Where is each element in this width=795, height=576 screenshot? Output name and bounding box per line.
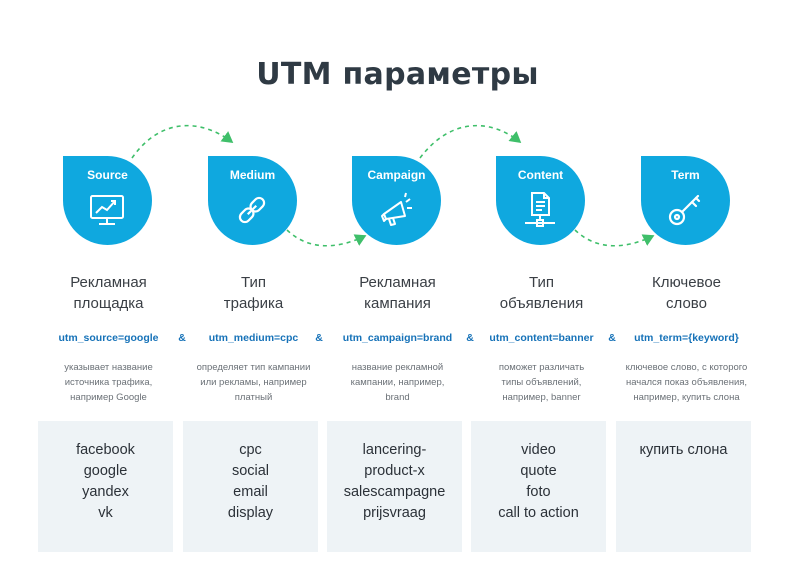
utm-parameter: utm_content=banner (489, 332, 594, 344)
utm-parameter: utm_campaign=brand (342, 332, 453, 344)
parameter-description: название рекламной кампании, например, b… (350, 362, 445, 403)
column-source: Source Рекламная площадка utm_source=goo… (36, 0, 181, 576)
content-badge: Content (496, 156, 585, 245)
column-label: Тип трафика (223, 274, 284, 312)
example-value: facebook (76, 442, 135, 458)
badge-title: Content (517, 168, 564, 182)
utm-parameter: utm_term={keyword} (634, 332, 739, 344)
column-label: Ключевое слово (651, 274, 722, 312)
example-value: купить слона (639, 442, 728, 458)
chain-link-icon (238, 196, 266, 224)
badge-title: Campaign (367, 168, 426, 182)
example-values-box: video quote foto call to action (471, 421, 606, 552)
chart-monitor-icon (90, 195, 124, 225)
utm-parameter: utm_medium=cpc (208, 332, 299, 344)
arrow-source-medium (131, 124, 234, 159)
column-label: Рекламная площадка (70, 274, 147, 312)
column-label: Тип объявления (499, 274, 584, 312)
arrow-content-term (574, 229, 655, 247)
example-values-box: lancering- product-x salescampagne prijs… (327, 421, 462, 552)
example-values-box: cpc social email display (183, 421, 318, 552)
example-value: social (231, 463, 270, 479)
parameter-description: поможет различать типы объявлений, напри… (498, 362, 585, 403)
badge-title: Term (671, 168, 700, 182)
parameter-description: указывает название источника трафика, на… (64, 362, 153, 403)
megaphone-icon (381, 192, 412, 226)
badge-title: Source (87, 168, 128, 182)
column-content: Content Тип объявления utm_content=banne… (469, 0, 614, 576)
campaign-badge: Campaign (352, 156, 441, 245)
column-term: Term Ключевое слово utm_term={keyword} к… (614, 0, 759, 576)
example-value: call to action (498, 505, 579, 521)
example-value: cpc (239, 442, 262, 458)
example-values-box: facebook google yandex vk (38, 421, 173, 552)
example-value: vk (98, 505, 113, 521)
example-values-box: купить слона (616, 421, 751, 552)
example-value: display (227, 505, 274, 521)
key-icon (668, 194, 701, 226)
document-network-icon (525, 192, 555, 227)
badge-title: Medium (229, 168, 276, 182)
medium-badge: Medium (208, 156, 297, 245)
example-value: google (83, 463, 128, 479)
example-value: salescampagne (343, 484, 446, 500)
example-value: lancering- (362, 442, 427, 458)
example-value: email (233, 484, 268, 500)
column-campaign: Campaign Рекламная кампания utm_campaign… (325, 0, 470, 576)
term-badge: Term (641, 156, 730, 245)
example-value: video (521, 442, 556, 458)
source-badge: Source (63, 156, 152, 245)
ampersand-separator: & (178, 332, 186, 344)
example-value: quote (520, 463, 557, 479)
example-value: product-x (364, 463, 425, 479)
ampersand-separator: & (466, 332, 474, 344)
example-value: yandex (82, 484, 129, 500)
ampersand-separator: & (315, 332, 323, 344)
utm-parameter: utm_source=google (58, 332, 159, 344)
ampersand-separator: & (608, 332, 616, 344)
example-value: prijsvraag (363, 505, 426, 521)
arrow-medium-campaign (286, 229, 367, 247)
parameter-description: определяет тип кампании или рекламы, нап… (196, 362, 311, 403)
example-value: foto (526, 484, 551, 500)
parameter-description: ключевое слово, с которого начался показ… (625, 362, 748, 403)
column-label: Рекламная кампания (359, 274, 436, 312)
page-title: UTM параметры (256, 57, 539, 92)
column-medium: Medium Тип трафика utm_medium=cpc опреде… (181, 0, 326, 576)
